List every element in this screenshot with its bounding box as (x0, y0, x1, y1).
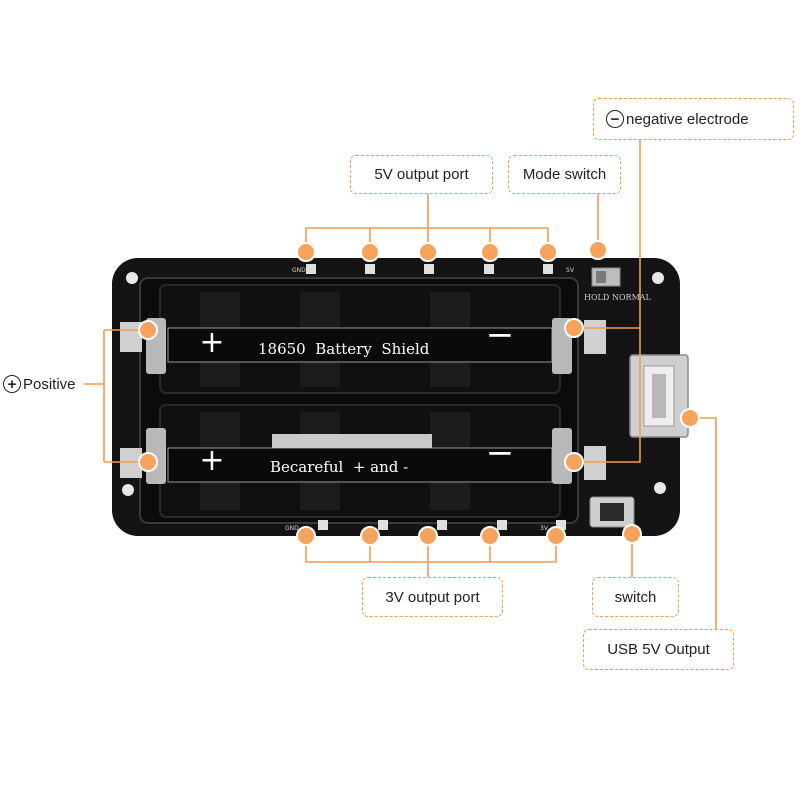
mode-slide-knob (596, 271, 606, 283)
mounting-hole (654, 482, 666, 494)
marker-5v-3 (418, 242, 438, 262)
marker-3v-3 (418, 526, 438, 546)
marker-usb (680, 408, 700, 428)
battery-plus-top: + (199, 325, 224, 360)
marker-mode-switch (588, 240, 608, 260)
label-mode-switch-text: Mode switch (522, 166, 607, 183)
label-usb-5v-output-text: USB 5V Output (607, 641, 710, 658)
bottom-pin-headers (318, 520, 566, 530)
battery-minus-top: − (486, 315, 515, 355)
marker-negative-bottom (564, 452, 584, 472)
board-text-normal: NORMAL (612, 293, 652, 302)
markers (138, 240, 700, 546)
label-negative-electrode: − negative electrode (593, 98, 794, 140)
pin-label-gnd: GND (292, 267, 306, 274)
plus-sign-icon: + (3, 375, 21, 393)
marker-3v-4 (480, 526, 500, 546)
marker-5v-2 (360, 242, 380, 262)
label-positive-text: Positive (23, 375, 76, 393)
marker-negative-top (564, 318, 584, 338)
minus-sign-icon: − (606, 110, 624, 128)
label-switch: switch (592, 577, 679, 617)
pin-label-3v: 3V (540, 525, 549, 532)
label-3v-output-port-text: 3V output port (385, 588, 480, 606)
top-pin-headers (306, 264, 553, 274)
mounting-hole (126, 272, 138, 284)
push-switch-button (600, 503, 624, 521)
marker-3v-5 (546, 526, 566, 546)
pin-label-5v: 5V (566, 267, 575, 274)
marker-3v-1 (296, 526, 316, 546)
pin-label-gnd-bottom: GND (285, 525, 299, 532)
label-positive: + Positive (3, 372, 76, 396)
mounting-hole (652, 272, 664, 284)
battery-plus-bottom: + (199, 443, 224, 478)
marker-5v-5 (538, 242, 558, 262)
silver-strip (272, 434, 432, 448)
marker-3v-2 (360, 526, 380, 546)
label-negative-electrode-text: negative electrode (626, 110, 749, 128)
marker-switch (622, 524, 642, 544)
mounting-hole (122, 484, 134, 496)
battery-minus-bottom: − (486, 433, 515, 473)
label-5v-output-port: 5V output port (350, 155, 493, 194)
label-3v-output-port: 3V output port (362, 577, 503, 617)
marker-5v-4 (480, 242, 500, 262)
label-5v-output-port-text: 5V output port (374, 166, 469, 183)
marker-5v-1 (296, 242, 316, 262)
marker-positive-bottom (138, 452, 158, 472)
marker-positive-top (138, 320, 158, 340)
battery-rod-bottom (167, 447, 553, 483)
label-mode-switch: Mode switch (508, 155, 621, 194)
board-text-hold: HOLD (584, 293, 609, 302)
usb-port-tongue (652, 374, 666, 418)
label-usb-5v-output: USB 5V Output (583, 629, 734, 670)
label-switch-text: switch (614, 588, 657, 606)
board-text-battery-shield: 18650 Battery Shield (258, 340, 430, 358)
board-text-becareful: Becareful + and - (270, 458, 408, 476)
